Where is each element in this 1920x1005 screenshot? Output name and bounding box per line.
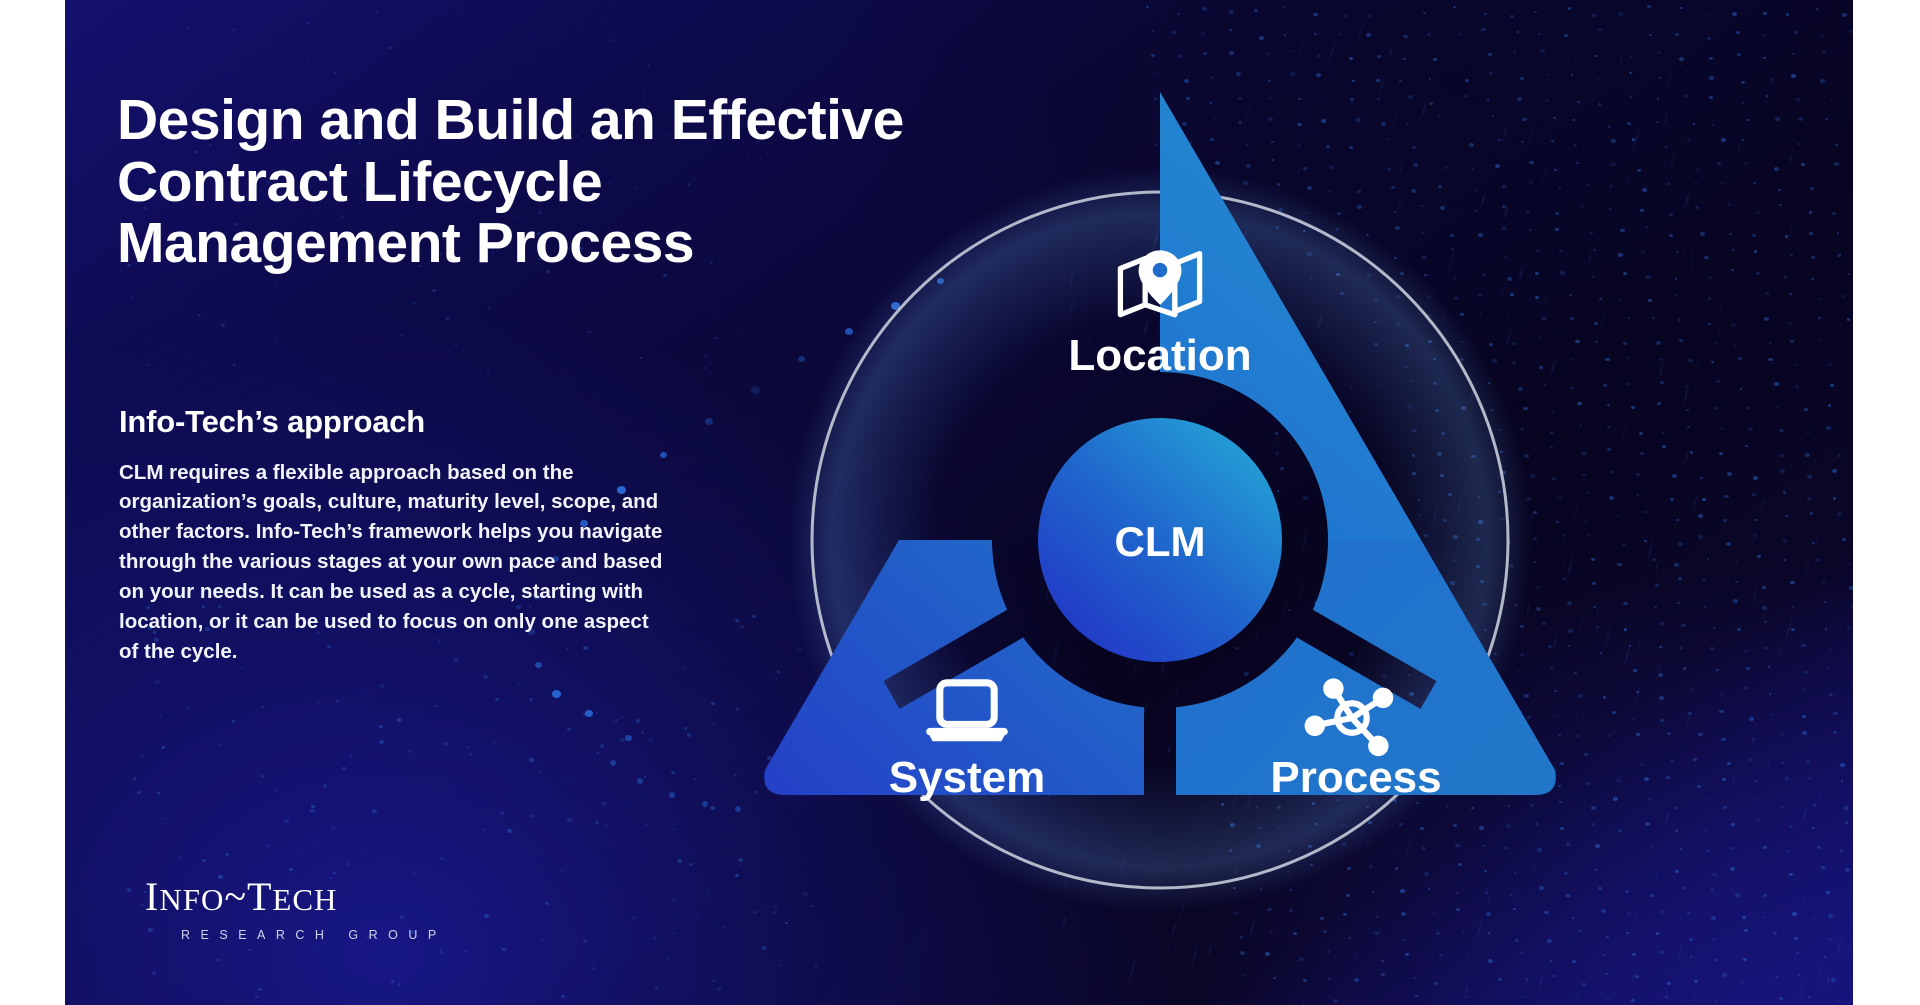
logo-letter-i: I [145, 874, 159, 919]
slide-canvas: Design and Build an Effective Contract L… [65, 0, 1853, 1005]
segment-label-process: Process [1270, 753, 1441, 802]
section-subheading: Info-Tech’s approach [119, 404, 425, 440]
logo-tilde: ~ [224, 874, 247, 919]
logo-info-rest: NFO [159, 882, 224, 917]
clm-triangle-diagram: CLM Location System [720, 70, 1600, 950]
info-tech-logo: INFO~TECH RESEARCH GROUP [145, 877, 445, 942]
segment-label-location: Location [1068, 331, 1251, 380]
logo-letter-t: T [247, 874, 272, 919]
logo-tech-rest: ECH [272, 882, 337, 917]
segment-label-system: System [889, 753, 1046, 802]
logo-tagline: RESEARCH GROUP [145, 928, 445, 942]
logo-wordmark: INFO~TECH [145, 877, 445, 917]
body-paragraph: CLM requires a flexible approach based o… [119, 458, 664, 667]
center-label: CLM [1115, 518, 1206, 565]
